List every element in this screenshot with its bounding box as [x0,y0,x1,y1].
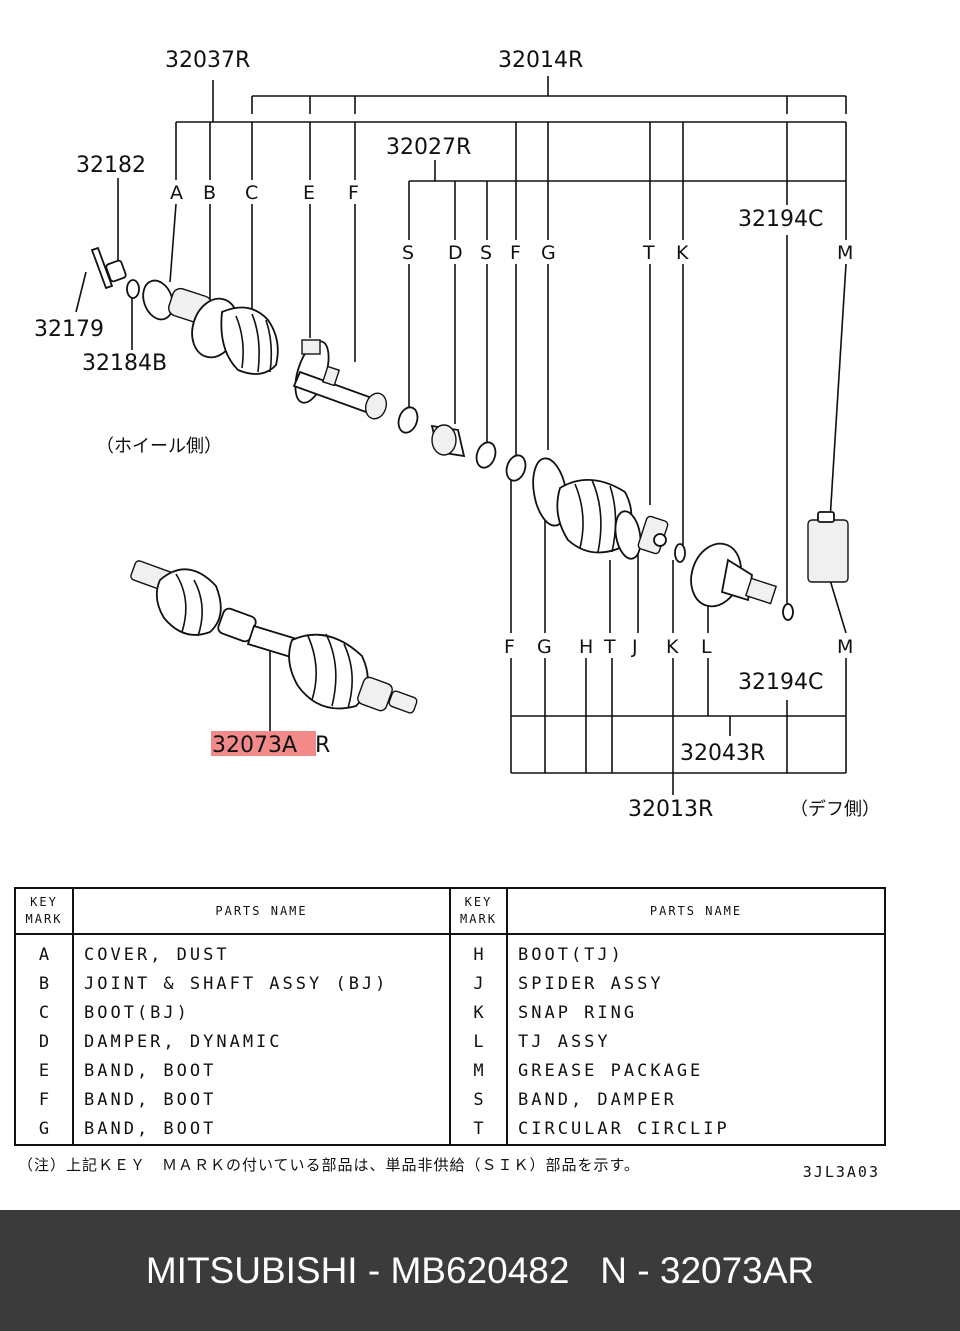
callout-32073A-highlighted: 32073A [212,733,297,758]
table-row-key: S [473,1090,484,1110]
mark-mid-S1: S [402,242,414,264]
table-row-key: M [473,1061,484,1081]
table-row-key: H [473,945,484,965]
callout-32194C-top: 32194C [738,207,823,232]
mark-top-F: F [348,182,359,204]
mark-bot-T: T [603,636,616,658]
table-row-key: B [38,974,50,994]
table-row-key: E [38,1061,50,1081]
mark-bot-F: F [504,636,515,658]
table-row-name: BOOT(BJ) [84,1003,190,1023]
mark-mid-S2: S [480,242,492,264]
table-row-name: TJ ASSY [518,1032,611,1052]
table-row-name: CIRCULAR CIRCLIP [518,1119,730,1139]
table-row-name: BAND, DAMPER [518,1090,677,1110]
top-key-marks: A B C E F [170,182,359,204]
table-row-name: SPIDER ASSY [518,974,664,994]
mark-mid-T: T [642,242,655,264]
callout-32013R: 32013R [628,797,713,822]
mark-mid-K: K [676,242,689,264]
table-row-key: J [473,974,484,994]
drawing-code: 3JL3A03 [802,1163,880,1181]
mark-bot-K: K [666,636,679,658]
exploded-components [90,246,849,621]
exploded-parts-diagram: 32037R 32014R 32027R 32182 32179 32184B … [34,48,880,822]
table-row-name: BAND, BOOT [84,1061,217,1081]
mark-top-A: A [170,182,183,204]
table-row-key: C [38,1003,50,1023]
parts-name-header-right: PARTS NAME [506,887,886,935]
table-row-name: COVER, DUST [84,945,230,965]
table-row-name: GREASE PACKAGE [518,1061,704,1081]
mark-bot-L: L [701,636,712,658]
table-row-name: BAND, BOOT [84,1119,217,1139]
callout-32182: 32182 [76,153,146,178]
callout-32179: 32179 [34,317,104,342]
table-row-name: SNAP RING [518,1003,638,1023]
table-row-name: BOOT(TJ) [518,945,624,965]
callout-32027R: 32027R [386,135,471,160]
table-row-key: K [473,1003,484,1023]
table-row-key: G [38,1119,50,1139]
table-row-key: L [473,1032,484,1052]
table-row-key: F [38,1090,50,1110]
mark-mid-M: M [837,242,853,264]
mark-bot-J: J [631,636,638,658]
right-names-column: BOOT(TJ) SPIDER ASSY SNAP RING TJ ASSY G… [506,933,886,1146]
bottom-key-marks: F G H T J K L M [504,636,853,658]
mark-mid-G: G [541,242,556,264]
mark-top-E: E [303,182,315,204]
callout-32043R: 32043R [680,741,765,766]
table-row-key: A [38,945,50,965]
part-number-highlight [211,731,316,756]
callout-32194C-bottom: 32194C [738,670,823,695]
callout-32037R: 32037R [165,48,250,73]
table-row-name: JOINT & SHAFT ASSY (BJ) [84,974,389,994]
right-keys-column: H J K L M S T [449,933,508,1146]
mark-bot-M: M [837,636,853,658]
assembled-driveshaft [130,560,418,714]
left-keys-column: A B C D E F G [14,933,74,1146]
table-row-name: BAND, BOOT [84,1090,217,1110]
mark-mid-D: D [448,242,463,264]
left-names-column: COVER, DUST JOINT & SHAFT ASSY (BJ) BOOT… [72,933,451,1146]
callout-32184B: 32184B [82,351,167,376]
mid-key-marks: S D S F G T K M [402,242,853,264]
mark-top-B: B [203,182,216,204]
table-row-key: T [473,1119,484,1139]
mark-bot-G: G [537,636,552,658]
callout-32014R: 32014R [498,48,583,73]
wheel-side-label: （ホイール側） [96,436,222,457]
mark-top-C: C [245,182,258,204]
table-row-name: DAMPER, DYNAMIC [84,1032,283,1052]
table-row-key: D [38,1032,50,1052]
mark-mid-F: F [510,242,521,264]
part-number-banner: MITSUBISHI - MB620482 N - 32073AR [0,1210,960,1331]
diff-side-label: （デフ側） [790,799,880,820]
footnote: （注）上記ＫＥＹ ＭＡＲＫの付いている部品は、単品非供給（ＳＩＫ）部品を示す。 [18,1156,641,1174]
parts-name-header-left: PARTS NAME [72,887,451,935]
mark-bot-H: H [579,636,593,658]
callout-32073A-suffix: R [315,733,330,758]
